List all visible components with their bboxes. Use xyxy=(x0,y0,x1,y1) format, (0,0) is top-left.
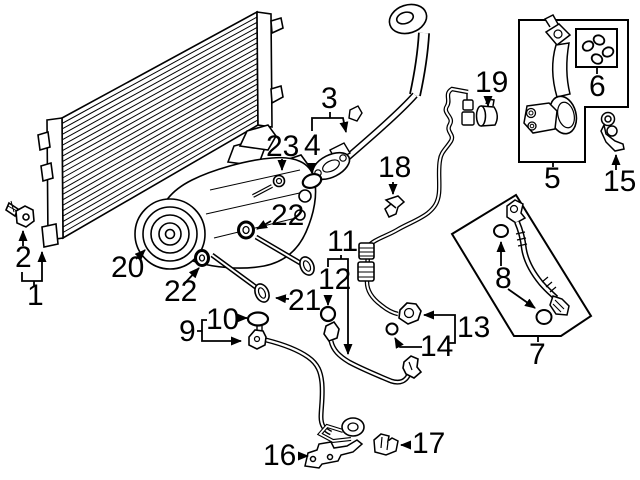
bracket-16-drawing xyxy=(304,439,364,469)
mounting-bolt-lower-drawing xyxy=(210,252,270,303)
callout-leader-lines xyxy=(18,68,621,461)
ac-hose-box-drawing xyxy=(450,193,593,337)
charge-valve-drawing xyxy=(252,174,286,198)
discharge-hose-drawing xyxy=(311,3,430,181)
o-ring-4-drawing xyxy=(301,172,323,190)
pressure-switch-drawing xyxy=(5,200,35,228)
o-ring-8-top xyxy=(493,224,509,238)
seal-ring-upper-drawing xyxy=(237,220,255,240)
liquid-hose-drawing xyxy=(248,324,365,444)
suction-tube-drawing xyxy=(357,86,475,325)
o-ring-12-drawing xyxy=(319,305,337,323)
o-ring-10-drawing xyxy=(246,311,270,327)
grommet-19-drawing xyxy=(475,98,498,127)
condenser-drawing xyxy=(37,10,284,248)
clip-18-drawing xyxy=(384,195,406,218)
mounting-bolt-upper-drawing xyxy=(254,234,315,276)
o-ring-14-drawing xyxy=(385,322,399,336)
seal-ring-lower-drawing xyxy=(194,249,210,267)
o-ring-8-bottom xyxy=(535,309,553,325)
clip-17-drawing xyxy=(373,433,399,456)
bracket-15-drawing xyxy=(600,111,625,152)
suction-hose-lower-drawing xyxy=(323,320,423,385)
receiver-drier-box-drawing xyxy=(518,14,629,163)
